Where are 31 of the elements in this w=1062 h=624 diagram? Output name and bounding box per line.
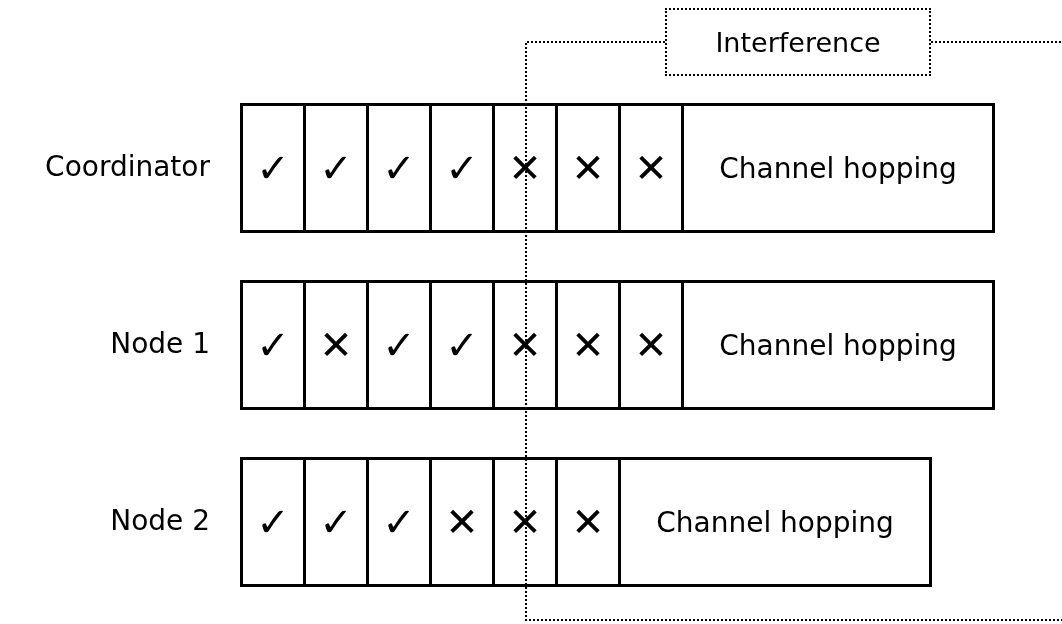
slot-status-mark: ✓ (445, 148, 479, 188)
slot-status-mark: ✕ (508, 148, 542, 188)
interference-label-box (665, 8, 931, 76)
row-label: Node 2 (110, 504, 210, 537)
slot-status-mark: ✕ (508, 502, 542, 542)
slot-status-mark: ✕ (508, 325, 542, 365)
slot-status-mark: ✕ (634, 148, 668, 188)
slot-status-mark: ✓ (319, 502, 353, 542)
slot-status-mark: ✓ (445, 325, 479, 365)
slot-status-mark: ✓ (256, 325, 290, 365)
slot-status-mark: ✕ (634, 325, 668, 365)
interference-label: Interference (715, 26, 881, 58)
slot-status-mark: ✕ (571, 325, 605, 365)
slot-status-mark: ✓ (256, 148, 290, 188)
slot-row (240, 280, 995, 410)
slot-row (240, 103, 995, 233)
slot-status-mark: ✓ (256, 502, 290, 542)
cell-text: Channel hopping (719, 151, 957, 185)
slot-status-mark: ✕ (445, 502, 479, 542)
cell-text: Channel hopping (719, 328, 957, 362)
slot-status-mark: ✕ (319, 325, 353, 365)
slot-status-mark: ✓ (382, 325, 416, 365)
slot-status-mark: ✓ (382, 502, 416, 542)
cell-text: Channel hopping (656, 505, 894, 539)
row-label: Node 1 (110, 327, 210, 360)
row-label: Coordinator (45, 150, 210, 183)
slot-status-mark: ✓ (319, 148, 353, 188)
slot-status-mark: ✕ (571, 502, 605, 542)
slot-status-mark: ✕ (571, 148, 605, 188)
slot-row (240, 457, 932, 587)
slot-status-mark: ✓ (382, 148, 416, 188)
